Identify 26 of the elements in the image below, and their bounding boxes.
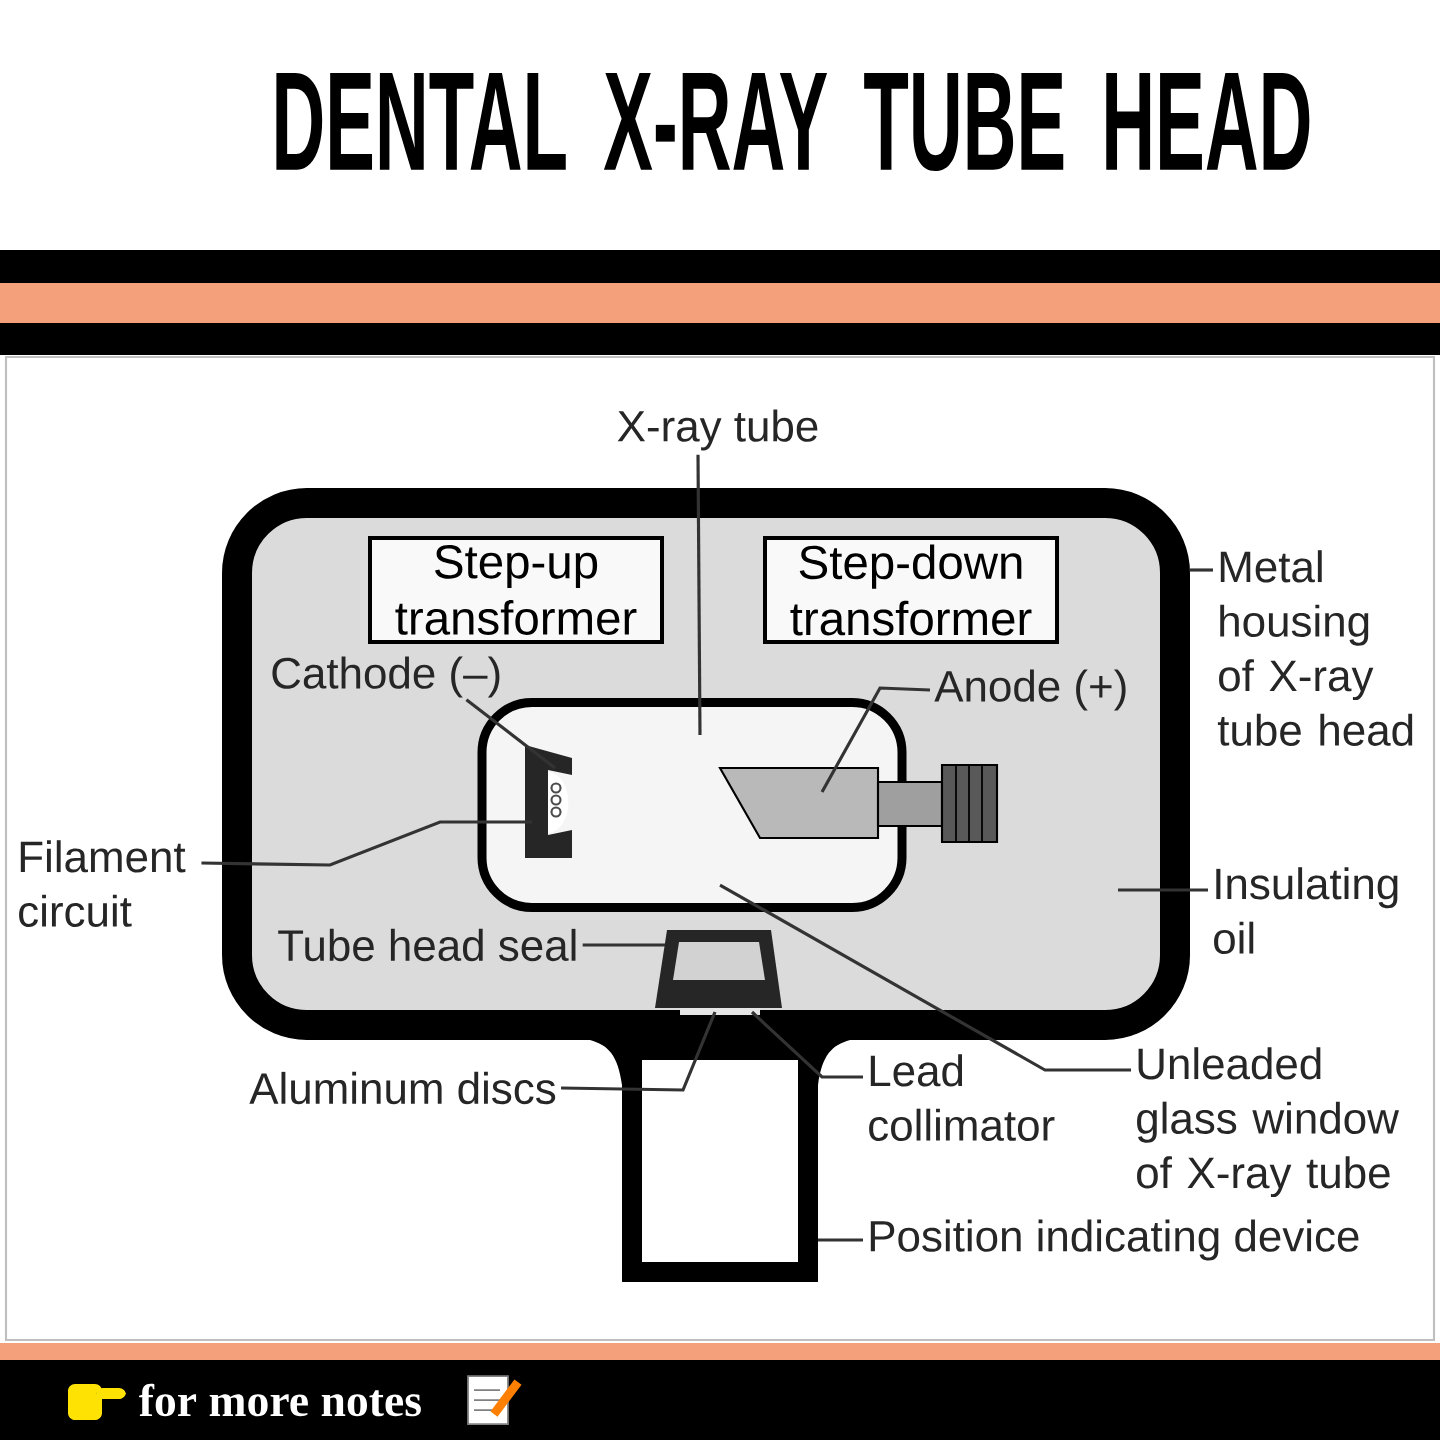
leader-line: [582, 943, 665, 947]
part-label: Filament circuit: [19, 840, 186, 927]
leader-line: [696, 454, 702, 736]
part-label: X-ray tube: [617, 409, 818, 451]
leader-line: [750, 1010, 863, 1079]
part-label: Lead collimator: [869, 1054, 1055, 1141]
transformer-box: Step-down transformer: [763, 536, 1059, 644]
leader-line: [1190, 568, 1213, 572]
part-label: Unleaded glass window of X-ray tube: [1137, 1047, 1399, 1198]
leader-line: [561, 1011, 717, 1092]
leader-line: [465, 698, 556, 770]
title: DENTAL X-RAY TUBE HEAD: [276, 73, 1310, 172]
transformer-box: Step-up transformer: [368, 536, 664, 644]
part-label: Aluminum discs: [249, 1071, 556, 1105]
leader-line: [818, 1238, 863, 1242]
leader-line: [1118, 888, 1208, 892]
footer-note: for more notes: [139, 1383, 421, 1417]
part-label: Anode (+): [934, 669, 1126, 711]
part-label: Metal housing of X-ray tube head: [1217, 550, 1413, 746]
part-label: Insulating oil: [1214, 867, 1398, 954]
part-label: Position indicating device: [870, 1219, 1359, 1261]
position-indicating-device: [622, 1040, 818, 1282]
leader-line: [201, 820, 532, 867]
part-label: Cathode (–): [272, 656, 500, 698]
leader-line: [820, 686, 931, 793]
part-label: Tube head seal: [278, 928, 576, 962]
